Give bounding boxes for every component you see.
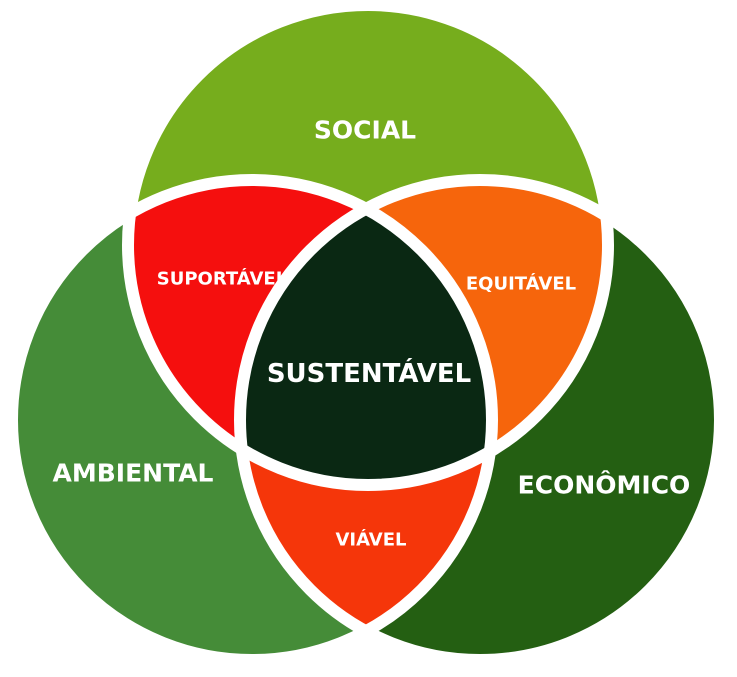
intersection-sustentavel [240, 180, 492, 485]
circle-outlines [6, 0, 726, 666]
label-sustentavel: SUSTENTÁVEL [267, 357, 471, 389]
label-viavel: VIÁVEL [335, 529, 406, 551]
label-ambiental: AMBIENTAL [53, 459, 214, 488]
label-economico: ECONÔMICO [518, 470, 691, 500]
label-equitavel: EQUITÁVEL [466, 273, 576, 295]
label-social: SOCIAL [314, 116, 416, 145]
label-suportavel: SUPORTÁVEL [157, 268, 287, 290]
